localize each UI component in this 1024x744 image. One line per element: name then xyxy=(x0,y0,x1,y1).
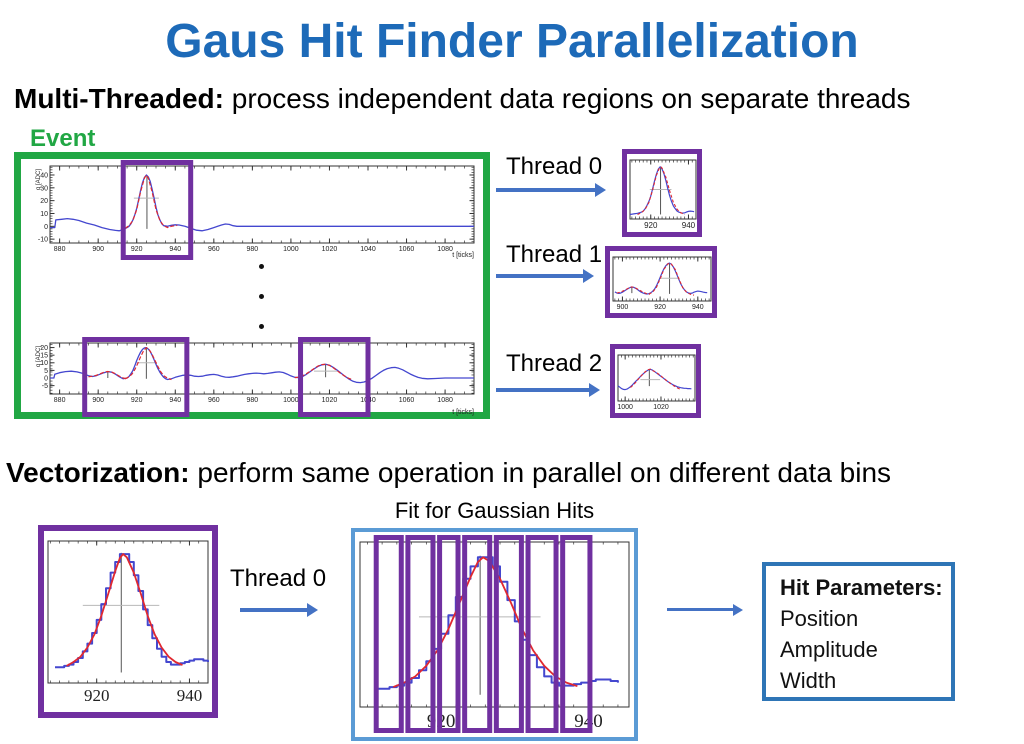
ellipsis-dot xyxy=(259,264,264,269)
svg-text:1080: 1080 xyxy=(437,397,453,404)
fit-for-gaussian-hits-label: Fit for Gaussian Hits xyxy=(394,498,595,523)
svg-text:1000: 1000 xyxy=(283,246,299,253)
svg-text:10: 10 xyxy=(40,211,48,218)
event-box xyxy=(14,152,490,419)
svg-text:920: 920 xyxy=(84,686,110,705)
svg-text:30: 30 xyxy=(40,185,48,192)
svg-text:940: 940 xyxy=(169,397,181,404)
ellipsis-dot xyxy=(259,294,264,299)
svg-text:980: 980 xyxy=(247,397,259,404)
svg-text:t [ticks]: t [ticks] xyxy=(452,252,474,259)
hit-parameters-arrow xyxy=(667,608,733,611)
vectorization-heading-bold: Vectorization: xyxy=(6,457,190,488)
svg-text:1060: 1060 xyxy=(399,397,415,404)
svg-text:15: 15 xyxy=(40,353,48,360)
thread-0-label: Thread 0 xyxy=(506,153,603,180)
svg-text:880: 880 xyxy=(54,246,66,253)
hit-parameter-item: Amplitude xyxy=(780,637,878,662)
svg-text:20: 20 xyxy=(40,198,48,205)
svg-text:960: 960 xyxy=(208,246,220,253)
multithreaded-heading-bold: Multi-Threaded: xyxy=(14,83,224,114)
multithreaded-heading-rest: process independent data regions on sepa… xyxy=(224,83,911,114)
svg-text:20: 20 xyxy=(40,345,48,352)
svg-text:1000: 1000 xyxy=(283,397,299,404)
thread-2-arrow xyxy=(496,388,590,392)
vectorization-heading-rest: perform same operation in parallel on di… xyxy=(189,457,892,488)
thread-0-arrow xyxy=(496,188,596,192)
thread-1-plot: 900 920 940 xyxy=(612,256,712,311)
thread-1-arrow xyxy=(496,274,584,278)
svg-text:t [ticks]: t [ticks] xyxy=(452,409,474,416)
svg-text:980: 980 xyxy=(247,246,259,253)
vector-thread-0-label: Thread 0 xyxy=(230,565,327,592)
thread-0-hit-box: 920 940 xyxy=(622,149,702,237)
hit-parameter-item: Width xyxy=(780,668,837,693)
svg-text:0: 0 xyxy=(44,224,48,231)
zoomed-hit-plot: 920 940 xyxy=(47,540,209,705)
svg-text:1080: 1080 xyxy=(437,246,453,253)
thread-2-hit-box: 1000 1020 xyxy=(610,344,701,418)
svg-text:940: 940 xyxy=(177,686,203,705)
svg-text:0: 0 xyxy=(44,375,48,382)
vector-thread-0-arrow xyxy=(240,608,308,612)
svg-text:q [ADC]: q [ADC] xyxy=(36,346,42,367)
svg-text:960: 960 xyxy=(208,397,220,404)
svg-text:5: 5 xyxy=(44,368,48,375)
thread-0-plot: 920 940 xyxy=(629,159,697,230)
svg-text:880: 880 xyxy=(54,397,66,404)
svg-text:940: 940 xyxy=(692,304,704,311)
svg-text:940: 940 xyxy=(682,221,696,230)
svg-text:-5: -5 xyxy=(42,383,48,390)
ellipsis-dot xyxy=(259,324,264,329)
svg-text:1020: 1020 xyxy=(322,397,338,404)
thread-1-label: Thread 1 xyxy=(506,241,603,268)
svg-text:1020: 1020 xyxy=(653,404,669,411)
svg-text:1000: 1000 xyxy=(617,404,633,411)
svg-text:-10: -10 xyxy=(38,237,48,244)
vectorization-heading: Vectorization: perform same operation in… xyxy=(6,457,891,489)
zoomed-hit-box: 920 940 xyxy=(38,525,218,718)
svg-text:900: 900 xyxy=(617,304,629,311)
svg-text:920: 920 xyxy=(654,304,666,311)
svg-text:10: 10 xyxy=(40,360,48,367)
page-title: Gaus Hit Finder Parallelization xyxy=(165,15,859,68)
svg-text:1060: 1060 xyxy=(399,246,415,253)
event-label: Event xyxy=(30,125,96,152)
hit-parameters-box: Hit Parameters: Position Amplitude Width xyxy=(762,562,955,701)
svg-text:920: 920 xyxy=(644,221,658,230)
hit-parameters-title: Hit Parameters: xyxy=(780,575,943,600)
svg-text:1040: 1040 xyxy=(360,246,376,253)
svg-text:920: 920 xyxy=(131,397,143,404)
hit-parameter-item: Position xyxy=(780,606,859,631)
thread-2-label: Thread 2 xyxy=(506,350,603,377)
svg-text:1020: 1020 xyxy=(322,246,338,253)
svg-text:920: 920 xyxy=(131,246,143,253)
svg-text:940: 940 xyxy=(169,246,181,253)
svg-text:q [ADC]: q [ADC] xyxy=(36,169,42,190)
svg-text:900: 900 xyxy=(92,397,104,404)
svg-text:900: 900 xyxy=(92,246,104,253)
thread-2-plot: 1000 1020 xyxy=(617,354,696,411)
multithreaded-heading: Multi-Threaded: process independent data… xyxy=(14,83,910,115)
svg-text:40: 40 xyxy=(40,172,48,179)
thread-1-hit-box: 900 920 940 xyxy=(605,246,717,318)
